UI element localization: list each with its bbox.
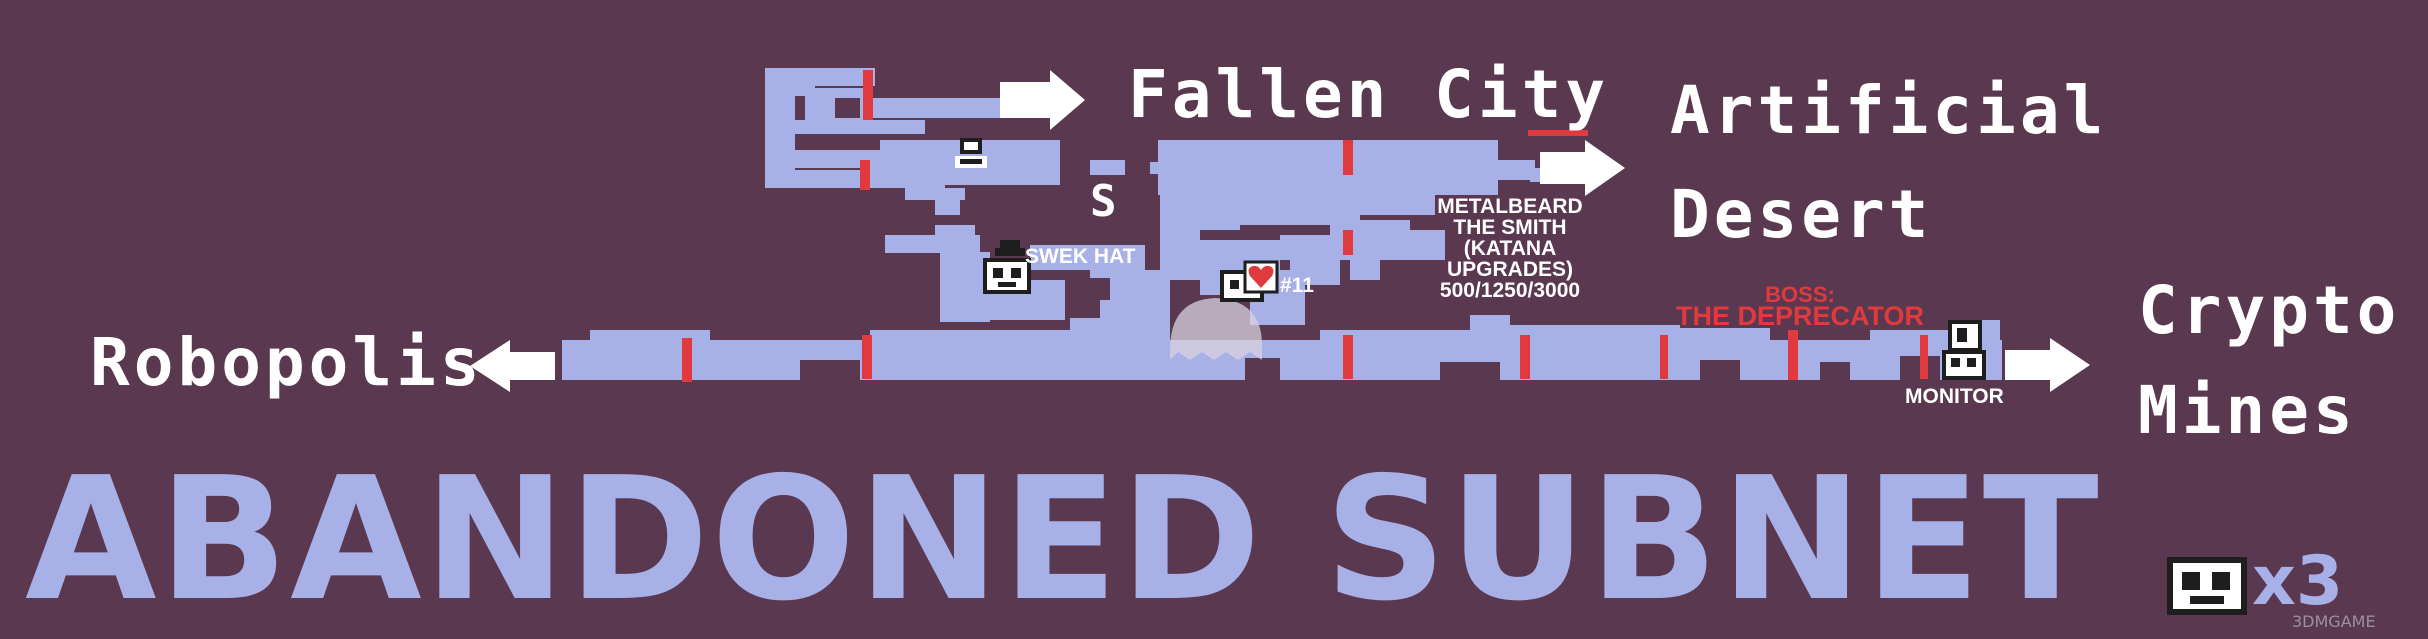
metalbeard-line: THE SMITH [1453,216,1567,239]
exit-label-crypto-mines-2: Mines [2138,372,2357,449]
metalbeard-label: METALBEARD THE SMITH (KATANA UPGRADES) 5… [1425,196,1595,301]
save-point-marker: S [1090,176,1117,227]
arrow-left-icon [470,340,555,392]
terminal-icon [955,138,987,168]
metalbeard-line: UPGRADES) [1446,258,1573,281]
map-title: ABANDONED SUBNET [25,441,2101,639]
boss-name-label: THE DEPRECATOR [1675,301,1925,331]
robot-enemy-icon [983,258,1031,294]
exit-label-crypto-mines-1: Crypto [2138,272,2401,349]
watermark: 3DMGAME [2292,612,2376,631]
arrow-right-icon [2005,338,2090,392]
ghost-icon [1170,298,1262,360]
hat-icon [995,240,1025,256]
robot-enemy-icon [2167,557,2247,615]
collectible-count: x3 [2252,542,2344,621]
heart-number-label: #11 [1280,274,1314,297]
map-cutouts [800,356,1940,382]
arrow-right-icon [1000,70,1085,130]
robot-enemy-icon [1942,350,1986,380]
exit-label-artificial-desert-1: Artificial [1670,72,2108,149]
metalbeard-line: (KATANA [1463,237,1557,260]
monitor-label: MONITOR [1905,385,2004,408]
metalbeard-line: METALBEARD [1437,195,1583,218]
boss-label: BOSS: [1765,282,1835,307]
metalbeard-line: 500/1250/3000 [1439,279,1581,302]
heart-icon [1243,260,1279,294]
exit-label-fallen-city: Fallen City [1128,56,1610,133]
doors [682,70,1928,382]
arrow-right-icon [1540,140,1625,196]
monitor-icon [1948,320,1982,352]
exit-label-artificial-desert-2: Desert [1670,176,1933,253]
swek-hat-label: SWEK HAT [1025,245,1136,268]
exit-label-robopolis: Robopolis [90,324,484,401]
